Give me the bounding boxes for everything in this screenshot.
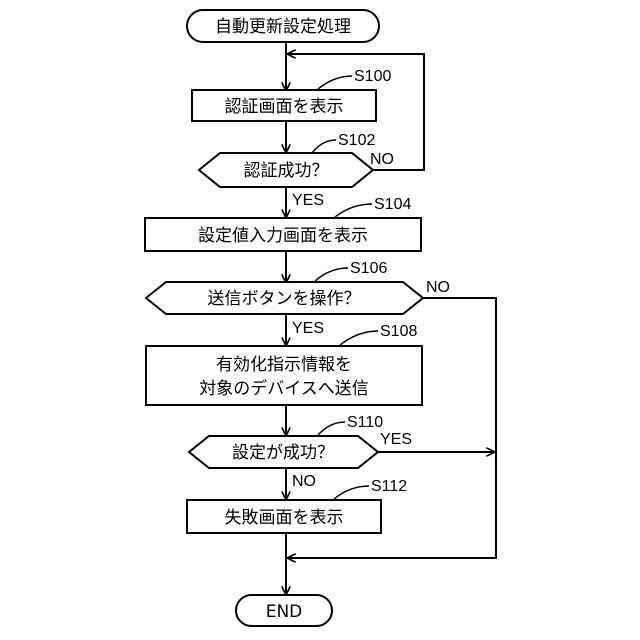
node-s102: 認証成功？ [199, 153, 373, 187]
s104-step-id: S104 [374, 196, 411, 213]
node-end: END [236, 595, 332, 626]
s102-no-label: NO [370, 151, 394, 168]
s112-leader [334, 486, 369, 499]
s106-leader [315, 268, 348, 281]
s112-label: 失敗画面を表示 [225, 508, 344, 528]
s108-label-line1: 有効化指示情報を [216, 355, 352, 375]
s106-yes-label: YES [292, 320, 324, 337]
s102-leader [312, 140, 336, 153]
node-start: 自動更新設定処理 [187, 10, 379, 42]
s106-no-label: NO [426, 279, 450, 296]
s106-step-id: S106 [350, 260, 387, 277]
node-s108: 有効化指示情報を 対象のデバイスへ送信 [146, 346, 422, 405]
s106-label: 送信ボタンを操作？ [208, 289, 361, 309]
s108-label-line2: 対象のデバイスへ送信 [199, 378, 369, 399]
s108-leader [340, 331, 378, 345]
s100-step-id: S100 [354, 68, 391, 85]
s100-label: 認証画面を表示 [225, 97, 344, 117]
start-label: 自動更新設定処理 [215, 17, 351, 37]
node-s104: 設定値入力画面を表示 [145, 218, 421, 251]
s100-leader [318, 76, 352, 89]
end-label: END [266, 602, 303, 622]
s110-yes-label: YES [380, 431, 412, 448]
s102-label: 認証成功？ [244, 161, 329, 181]
s112-step-id: S112 [371, 478, 407, 495]
s110-step-id: S110 [347, 414, 383, 431]
s102-yes-label: YES [292, 192, 324, 209]
s104-label: 設定値入力画面を表示 [198, 226, 368, 246]
s110-leader [318, 422, 345, 435]
s110-no-label: NO [292, 473, 316, 490]
s104-leader [335, 204, 372, 217]
s102-step-id: S102 [338, 132, 375, 149]
node-s110: 設定が成功？ [189, 436, 378, 468]
s108-step-id: S108 [380, 323, 417, 340]
node-s100: 認証画面を表示 [192, 90, 376, 121]
node-s112: 失敗画面を表示 [187, 500, 381, 533]
s110-label: 設定が成功？ [232, 443, 334, 463]
node-s106: 送信ボタンを操作？ [146, 282, 423, 314]
